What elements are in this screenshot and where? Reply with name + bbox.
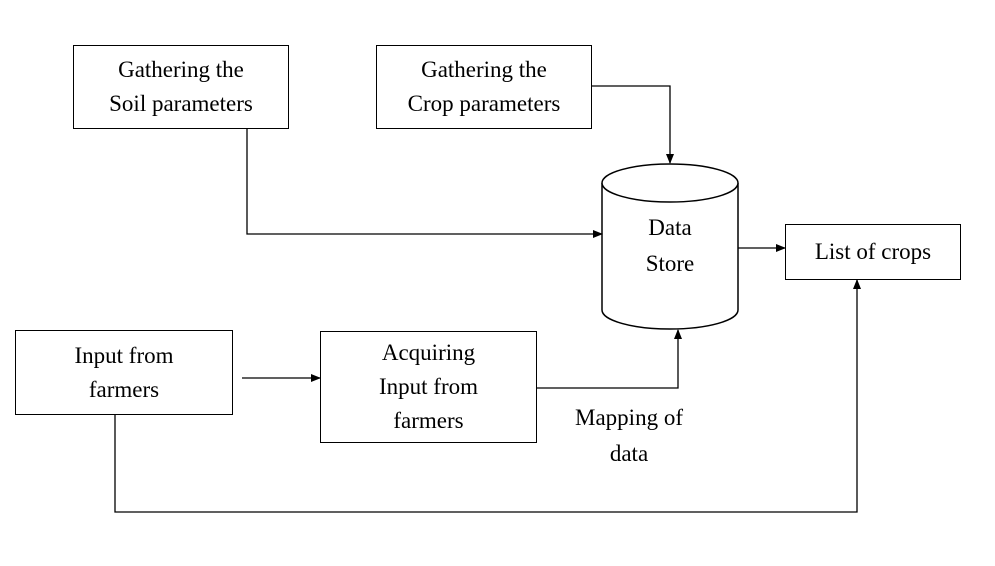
arrow-farmers-to-list (114, 279, 861, 513)
input-from-farmers-box: Input from farmers (15, 330, 233, 415)
list-of-crops-label: List of crops (814, 239, 932, 264)
acquiring-input-box: Acquiring Input from farmers (320, 331, 537, 443)
data-store-cylinder (601, 163, 739, 330)
crop-parameters-box: Gathering the Crop parameters (376, 45, 592, 129)
soil-parameters-label: Gathering the Soil parameters (109, 57, 253, 116)
soil-parameters-box: Gathering the Soil parameters (73, 45, 289, 129)
mapping-of-data-label: Mapping of data (575, 405, 683, 466)
crop-parameters-label: Gathering the Crop parameters (407, 57, 561, 116)
list-of-crops-box: List of crops (785, 224, 961, 280)
acquiring-input-label: Acquiring Input from farmers (378, 340, 478, 433)
arrow-crop-to-store (592, 85, 674, 164)
arrow-soil-to-store (246, 129, 603, 238)
arrow-acquiring-to-store (537, 329, 682, 389)
input-from-farmers-label: Input from farmers (74, 342, 174, 402)
data-store-label: Data Store (645, 215, 695, 276)
